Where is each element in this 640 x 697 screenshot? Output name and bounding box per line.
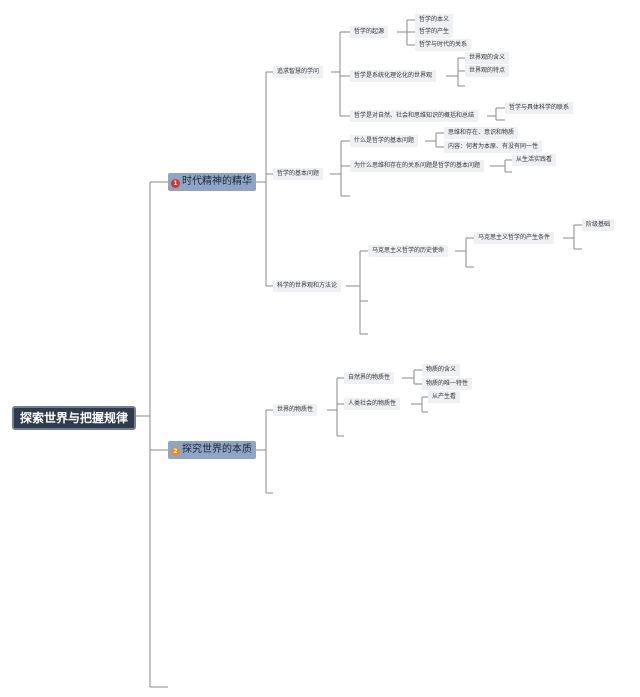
topic-neirong[interactable]: 内容：何者为本原、有没有同一性 — [444, 141, 543, 153]
topic-zhexue-qiyuan[interactable]: 哲学的起源 — [350, 26, 389, 38]
topic-renlei-shehui-wuzhixing[interactable]: 人类社会的物质性 — [344, 398, 401, 410]
topic-label: 世界的物质性 — [277, 406, 314, 413]
topic-shijieguan-hanyi[interactable]: 世界观的含义 — [465, 52, 510, 64]
topic-kexue-shijieguan[interactable]: 科学的世界观和方法论 — [273, 280, 342, 292]
topic-shenme-jiben-wenti[interactable]: 什么是哲学的基本问题 — [350, 135, 419, 147]
topic-label: 马克思主义哲学的产生条件 — [478, 234, 551, 241]
topic-lishi-shiming[interactable]: 马克思主义哲学的历史使命 — [368, 245, 449, 257]
topic-label: 世界观的特点 — [469, 67, 506, 74]
topic-label: 从产生看 — [432, 393, 457, 400]
topic-shijie-wuzhixing[interactable]: 世界的物质性 — [273, 404, 318, 416]
topic-juti-kexue[interactable]: 哲学与具体科学的联系 — [505, 102, 574, 114]
topic-xitonghua-shijieguan[interactable]: 哲学是系统化理论化的世界观 — [350, 70, 437, 82]
topic-label: 物质的含义 — [426, 366, 457, 373]
topic-label: 为什么思维和存在的关系问题是哲学的基本问题 — [354, 162, 481, 169]
topic-label: 科学的世界观和方法论 — [277, 282, 338, 289]
topic-zhexue-shidai[interactable]: 哲学与时代的关系 — [415, 39, 472, 51]
topic-wuzhi-weiyi-texing[interactable]: 物质的唯一特性 — [422, 378, 473, 390]
topic-label: 哲学与具体科学的联系 — [509, 104, 570, 111]
topic-label: 哲学是系统化理论化的世界观 — [354, 72, 433, 79]
topic-label: 哲学的基本问题 — [277, 170, 320, 177]
topic-label: 阶级基础 — [586, 221, 611, 228]
topic-label: 追求智慧的学问 — [277, 68, 320, 75]
topic-label: 哲学的本义 — [419, 16, 450, 23]
priority-1-icon: 1 — [171, 179, 180, 188]
priority-2-icon: 2 — [171, 447, 180, 456]
topic-zhuiqiu-zhihui[interactable]: 追求智慧的学问 — [273, 66, 324, 78]
topic-label: 内容：何者为本原、有没有同一性 — [448, 143, 539, 150]
topic-label: 马克思主义哲学的历史使命 — [372, 247, 445, 254]
topic-label: 思维和存在、意识和物质 — [448, 129, 515, 136]
topic-label: 哲学与时代的关系 — [419, 41, 468, 48]
topic-chansheng-tiaojian[interactable]: 马克思主义哲学的产生条件 — [474, 232, 555, 244]
topic-label: 什么是哲学的基本问题 — [354, 137, 415, 144]
main-node-label: 探究世界的本质 — [182, 444, 252, 455]
topic-gaikuo-zongjie[interactable]: 哲学是对自然、社会和思维知识的概括和总结 — [350, 110, 479, 122]
topic-jiben-wenti[interactable]: 哲学的基本问题 — [273, 168, 324, 180]
topic-label: 世界观的含义 — [469, 54, 506, 61]
topic-wuzhi-hanyi[interactable]: 物质的含义 — [422, 364, 461, 376]
topic-jieji-jichu[interactable]: 阶级基础 — [582, 219, 615, 231]
root-node[interactable]: 探索世界与把握规律 — [12, 406, 137, 430]
topic-label: 哲学是对自然、社会和思维知识的概括和总结 — [354, 112, 475, 119]
topic-label: 从生活实践看 — [516, 156, 553, 163]
topic-zhexue-chansheng[interactable]: 哲学的产生 — [415, 26, 454, 38]
topic-ziranjie-wuzhixing[interactable]: 自然界的物质性 — [344, 372, 395, 384]
topic-label: 人类社会的物质性 — [348, 400, 397, 407]
topic-label: 物质的唯一特性 — [426, 380, 469, 387]
topic-label: 哲学的起源 — [354, 28, 385, 35]
topic-weishenme-jiben-wenti[interactable]: 为什么思维和存在的关系问题是哲学的基本问题 — [350, 160, 485, 172]
topic-zhexue-benyi[interactable]: 哲学的本义 — [415, 14, 454, 26]
topic-label: 哲学的产生 — [419, 28, 450, 35]
topic-label: 自然界的物质性 — [348, 374, 391, 381]
main-node-label: 时代精神的精华 — [182, 176, 252, 187]
root-label: 探索世界与把握规律 — [20, 411, 129, 425]
topic-cong-chansheng-kan[interactable]: 从产生看 — [428, 391, 461, 403]
topic-shenghuo-shijian[interactable]: 从生活实践看 — [512, 154, 557, 166]
topic-shijieguan-tedian[interactable]: 世界观的特点 — [465, 65, 510, 77]
topic-siwei-cunzai[interactable]: 思维和存在、意识和物质 — [444, 127, 519, 139]
